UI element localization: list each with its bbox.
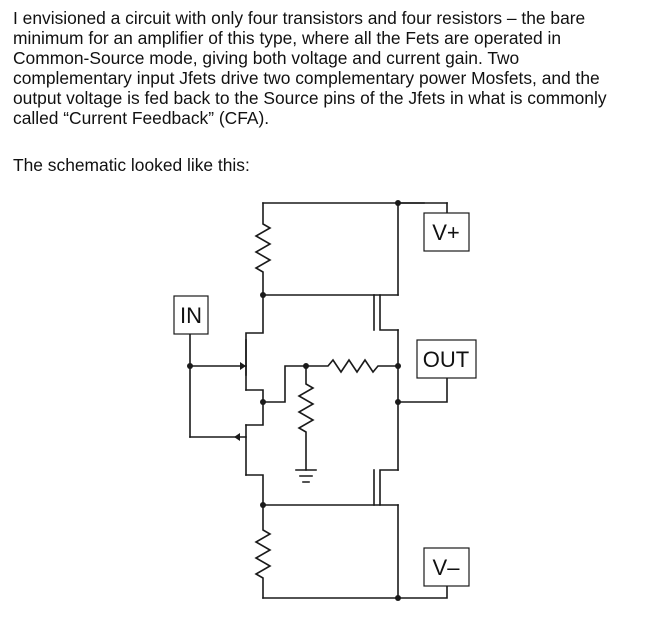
- feedback-resistor: [305, 358, 399, 374]
- lower-jfet-source: [245, 401, 264, 426]
- junction-dot: [395, 200, 401, 206]
- output-node-wire: [397, 377, 448, 403]
- junction-dot: [395, 595, 401, 601]
- lower-jfet-drain: [245, 474, 264, 506]
- source-node-wire: [262, 365, 307, 403]
- v-minus-label-box: [423, 547, 470, 587]
- v-plus-label-box: [423, 212, 470, 252]
- paragraph-line: Common-Source mode, giving both voltage …: [13, 48, 520, 68]
- ground-symbol: [295, 469, 317, 483]
- upper-jfet-drain: [245, 294, 264, 376]
- junction-dot: [260, 399, 266, 405]
- ground-resistor-lead: [297, 365, 315, 471]
- junction-dot: [303, 363, 309, 369]
- v-plus-label: V+: [432, 220, 460, 245]
- lower-mosfet-channel: [379, 469, 399, 506]
- paragraph-line: called “Current Feedback” (CFA).: [13, 108, 270, 128]
- paragraph-line: complementary input Jfets drive two comp…: [13, 68, 600, 88]
- paragraph-line: minimum for an amplifier of this type, w…: [13, 28, 562, 48]
- paragraph-line: I envisioned a circuit with only four tr…: [13, 8, 586, 28]
- junction-dot: [395, 399, 401, 405]
- upper-jfet-arrow-icon: [240, 362, 246, 370]
- body-paragraph: I envisioned a circuit with only four tr…: [13, 8, 649, 128]
- junction-dot: [260, 502, 266, 508]
- junction-dot: [395, 363, 401, 369]
- upper-jfet-source: [245, 389, 264, 403]
- out-label-box: [416, 339, 477, 379]
- lower-jfet-arrow-icon: [234, 433, 240, 441]
- in-label: IN: [180, 303, 202, 328]
- out-label: OUT: [423, 347, 469, 372]
- schematic-lead-in: The schematic looked like this:: [13, 155, 250, 175]
- junction-dot: [187, 363, 193, 369]
- bottom-resistor: [254, 504, 272, 599]
- paragraph-line: output voltage is fed back to the Source…: [13, 88, 607, 108]
- bottom-supply-rail: [262, 585, 448, 599]
- top-resistor: [254, 202, 272, 296]
- in-label-box: [173, 295, 209, 335]
- junction-dot: [260, 292, 266, 298]
- v-minus-label: V–: [433, 555, 461, 580]
- upper-mosfet-channel: [379, 294, 399, 331]
